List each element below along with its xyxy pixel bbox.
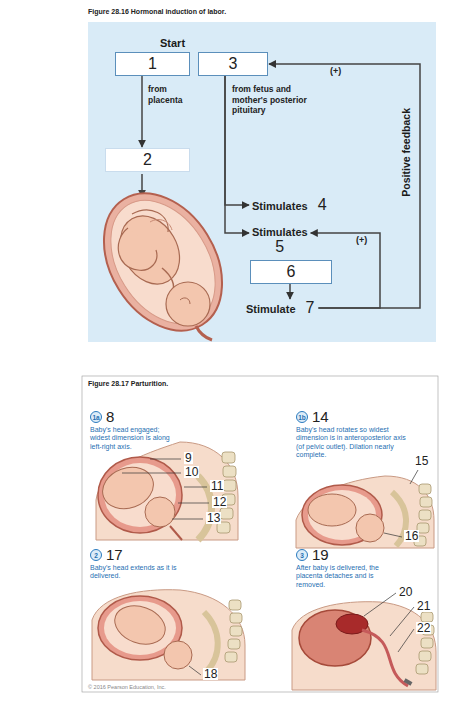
edge-label: (+) [330,67,341,77]
box-number: 1 [148,56,157,72]
step-badge: 3 [296,549,308,561]
effect-text: Stimulates5 [252,226,308,255]
box-number: 3 [229,56,238,72]
leader-line [384,470,418,537]
step-caption: Baby's head rotates so widest dimension … [296,426,408,460]
callout-number: 8 [106,409,114,424]
effect-text: Stimulate 7 [246,300,314,316]
hormone-box: 2 [105,148,190,172]
effect-label: Stimulate [246,303,296,316]
parturition-stage-1a [96,442,238,540]
step-caption: Baby's head extends as it is delivered. [90,564,185,581]
effect-label: Stimulates [252,200,308,213]
callout-number: 13 [206,512,221,524]
figure-panel [88,22,436,342]
callout-number: 11 [210,480,224,492]
callout-number: 15 [414,455,429,467]
start-label: Start [160,37,185,50]
figure-title: Figure 28.16 Hormonal induction of labor… [88,8,226,16]
callout-number: 9 [184,452,193,464]
copyright-note: © 2016 Pearson Education, Inc. [88,684,166,691]
figure-title: Figure 28.17 Parturition. [88,380,168,388]
callout-number: 20 [398,586,413,598]
step-caption: Baby's head engaged; widest dimension is… [90,426,180,451]
callout-number: 17 [106,547,123,562]
step-badge: 1a [90,411,102,423]
box-number: 5 [275,239,284,255]
callout-number: 18 [203,668,218,680]
callout-number: 16 [404,530,419,542]
effect-label: Stimulates [252,226,308,239]
source-note: from fetus and mother's posterior pituit… [232,84,324,116]
box-number: 2 [143,152,152,168]
callout-number: 14 [312,409,329,424]
uterus-fetus [80,172,247,353]
box-number: 6 [287,264,296,280]
hormone-box: 1 [115,52,190,76]
feedback-arrow [141,76,143,147]
effect-text: Stimulates 4 [252,197,327,213]
callout-number: 21 [416,600,431,612]
step-caption: After baby is delivered, the placenta de… [296,564,396,589]
box-number: 7 [306,300,315,316]
leader-line [189,666,201,675]
parturition-stage-3 [292,602,436,690]
leader-line [364,593,414,652]
leader-line [122,459,209,519]
step-badge: 1b [296,411,308,423]
feedback-arrow [289,284,291,299]
callout-number: 10 [184,466,199,478]
feedback-label: Positive feedback [400,107,413,196]
callout-number: 22 [416,622,431,634]
parturition-stage-2 [92,590,245,680]
box-number: 4 [318,197,327,213]
callout-number: 19 [312,547,329,562]
source-note: from placenta [148,84,198,105]
parturition-stage-1b [296,476,434,548]
callout-number: 12 [212,496,227,508]
hormone-box: 3 [198,52,268,76]
edge-label: (+) [356,236,367,246]
step-badge: 2 [90,549,102,561]
figure-panel [82,376,438,692]
hormone-box: 6 [250,260,332,284]
